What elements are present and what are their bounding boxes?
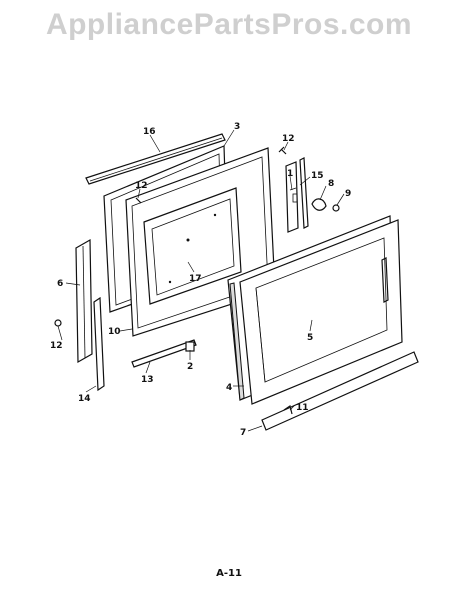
- leader-lines: [57, 129, 345, 432]
- part-9-screw: [332, 204, 340, 212]
- callout-3: 3: [234, 122, 240, 132]
- callout-10: 10: [108, 327, 121, 337]
- callout-16: 16: [143, 127, 156, 137]
- part-6-side-channel: [75, 238, 93, 364]
- callout-9: 9: [345, 189, 351, 199]
- part-1-hinge-arm: [292, 157, 309, 229]
- callout-14: 14: [78, 394, 91, 404]
- callout-12: 12: [135, 181, 148, 191]
- callout-8: 8: [328, 179, 334, 189]
- part-17-oven-window: [143, 187, 242, 305]
- callout-4: 4: [226, 383, 232, 393]
- part-5-door-frame: [239, 219, 403, 405]
- watermark-text: AppliancePartsPros.com: [45, 8, 413, 41]
- part-15-hinge: [285, 161, 299, 233]
- callout-1: 1: [287, 169, 293, 179]
- page-label: A-11: [216, 568, 242, 579]
- callout-2: 2: [187, 362, 193, 372]
- callout-13: 13: [141, 375, 154, 385]
- callout-5: 5: [307, 333, 313, 343]
- part-12-screw-upper: [278, 146, 287, 155]
- part-16-top-trim: [85, 133, 226, 185]
- part-12-screw-lower: [54, 319, 62, 327]
- part-11-clip: [283, 405, 293, 415]
- part-14-side-trim: [93, 296, 105, 392]
- part-13-bottom-trim: [131, 339, 197, 368]
- callout-17: 17: [189, 274, 202, 284]
- part-2-bumper: [185, 341, 195, 352]
- part-7-kick-plate: [261, 351, 419, 431]
- callout-7: 7: [240, 428, 246, 438]
- callout-15: 15: [311, 171, 324, 181]
- part-8-hinge-pin: [311, 198, 327, 211]
- callout-11: 11: [296, 403, 309, 413]
- callout-6: 6: [57, 279, 63, 289]
- callout-12: 12: [282, 134, 295, 144]
- callout-12: 12: [50, 341, 63, 351]
- part-12-screw-left: [135, 197, 142, 204]
